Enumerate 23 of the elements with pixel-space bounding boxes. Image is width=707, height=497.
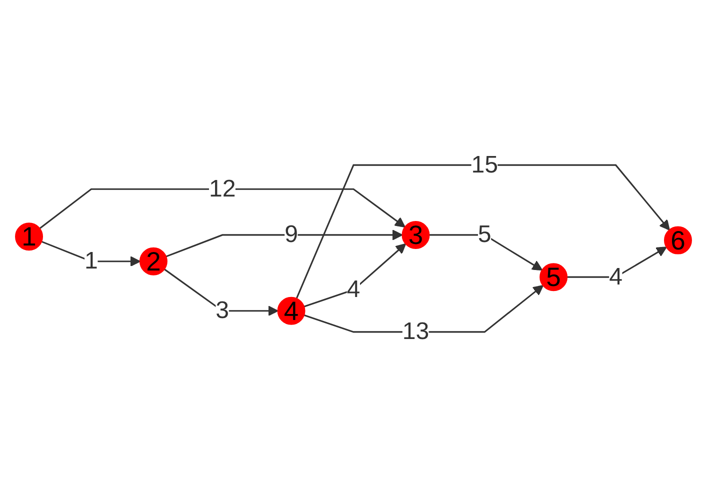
edge-label: 4 — [346, 276, 360, 304]
node-circle: 2 — [139, 247, 168, 276]
node-circle: 1 — [15, 222, 44, 251]
node-circle: 3 — [402, 220, 430, 249]
node-circle: 6 — [664, 226, 692, 254]
edge-label: 13 — [402, 318, 430, 346]
arrow — [39, 188, 406, 230]
edge-label: 9 — [284, 222, 298, 248]
node-circle: 4 — [277, 296, 306, 325]
arrow — [566, 246, 667, 278]
arrow — [429, 234, 543, 271]
arrow — [296, 164, 670, 299]
edge-label: 3 — [216, 298, 230, 324]
node-circle: 5 — [540, 263, 568, 292]
arrow — [164, 268, 278, 316]
edge-label: 1 — [84, 248, 98, 275]
arrow — [304, 284, 544, 333]
arrow — [41, 240, 141, 267]
edge-label: 15 — [471, 152, 498, 178]
edge-label: 5 — [478, 222, 492, 248]
edge-label: 4 — [609, 264, 622, 290]
edge-label: 12 — [208, 176, 236, 202]
arrow — [166, 230, 403, 258]
